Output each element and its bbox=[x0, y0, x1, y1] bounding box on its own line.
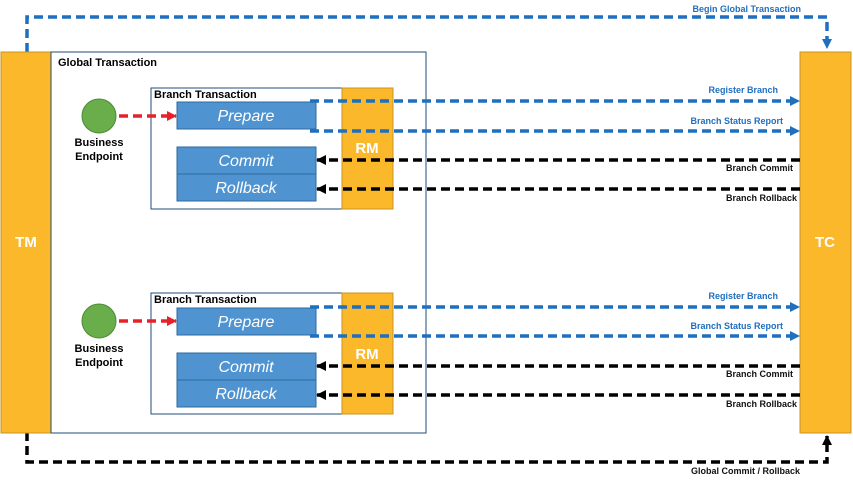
global-commit-rollback-label: Global Commit / Rollback bbox=[691, 466, 801, 476]
branch-status-report-label: Branch Status Report bbox=[690, 321, 783, 331]
rm-label: RM bbox=[355, 140, 378, 157]
begin-global-transaction-label: Begin Global Transaction bbox=[692, 4, 801, 14]
prepare-label: Prepare bbox=[218, 108, 275, 125]
global-transaction-title: Global Transaction bbox=[58, 57, 157, 69]
branch-transaction-2: Branch Transaction Business Endpoint Pre… bbox=[75, 291, 800, 415]
branch-transaction-1: Branch Transaction Business Endpoint Pre… bbox=[75, 85, 800, 210]
global-transaction-box bbox=[50, 51, 427, 434]
rollback-label: Rollback bbox=[215, 386, 277, 403]
business-endpoint-icon bbox=[81, 98, 117, 134]
rm-label: RM bbox=[355, 346, 378, 363]
tm-box bbox=[0, 51, 52, 434]
register-branch-label: Register Branch bbox=[708, 291, 778, 301]
prepare-box bbox=[176, 307, 317, 336]
tc-label: TC bbox=[815, 234, 835, 251]
branch-transaction-title: Branch Transaction bbox=[154, 294, 257, 306]
branch-commit-label: Branch Commit bbox=[726, 163, 793, 173]
branch-commit-label: Branch Commit bbox=[726, 369, 793, 379]
branch-transaction-title: Branch Transaction bbox=[154, 89, 257, 101]
tm-label: TM bbox=[15, 234, 37, 251]
branch-rollback-label: Branch Rollback bbox=[726, 193, 798, 203]
business-endpoint-label-line1: Business bbox=[75, 137, 124, 149]
global-commit-rollback-arrow bbox=[25, 432, 832, 464]
rollback-box bbox=[176, 173, 317, 202]
prepare-box bbox=[176, 101, 317, 130]
commit-label: Commit bbox=[218, 153, 274, 170]
branch-status-report-label: Branch Status Report bbox=[690, 116, 783, 126]
business-endpoint-icon bbox=[81, 303, 117, 339]
branch-rollback-label: Branch Rollback bbox=[726, 399, 798, 409]
register-branch-label: Register Branch bbox=[708, 85, 778, 95]
business-endpoint-label-line2: Endpoint bbox=[75, 357, 123, 369]
begin-global-transaction-arrow bbox=[25, 15, 832, 52]
commit-box bbox=[176, 352, 317, 381]
commit-label: Commit bbox=[218, 359, 274, 376]
tc-box bbox=[799, 51, 852, 434]
rollback-label: Rollback bbox=[215, 180, 277, 197]
business-endpoint-label-line1: Business bbox=[75, 343, 124, 355]
prepare-label: Prepare bbox=[218, 314, 275, 331]
business-endpoint-label-line2: Endpoint bbox=[75, 151, 123, 163]
rollback-box bbox=[176, 379, 317, 408]
